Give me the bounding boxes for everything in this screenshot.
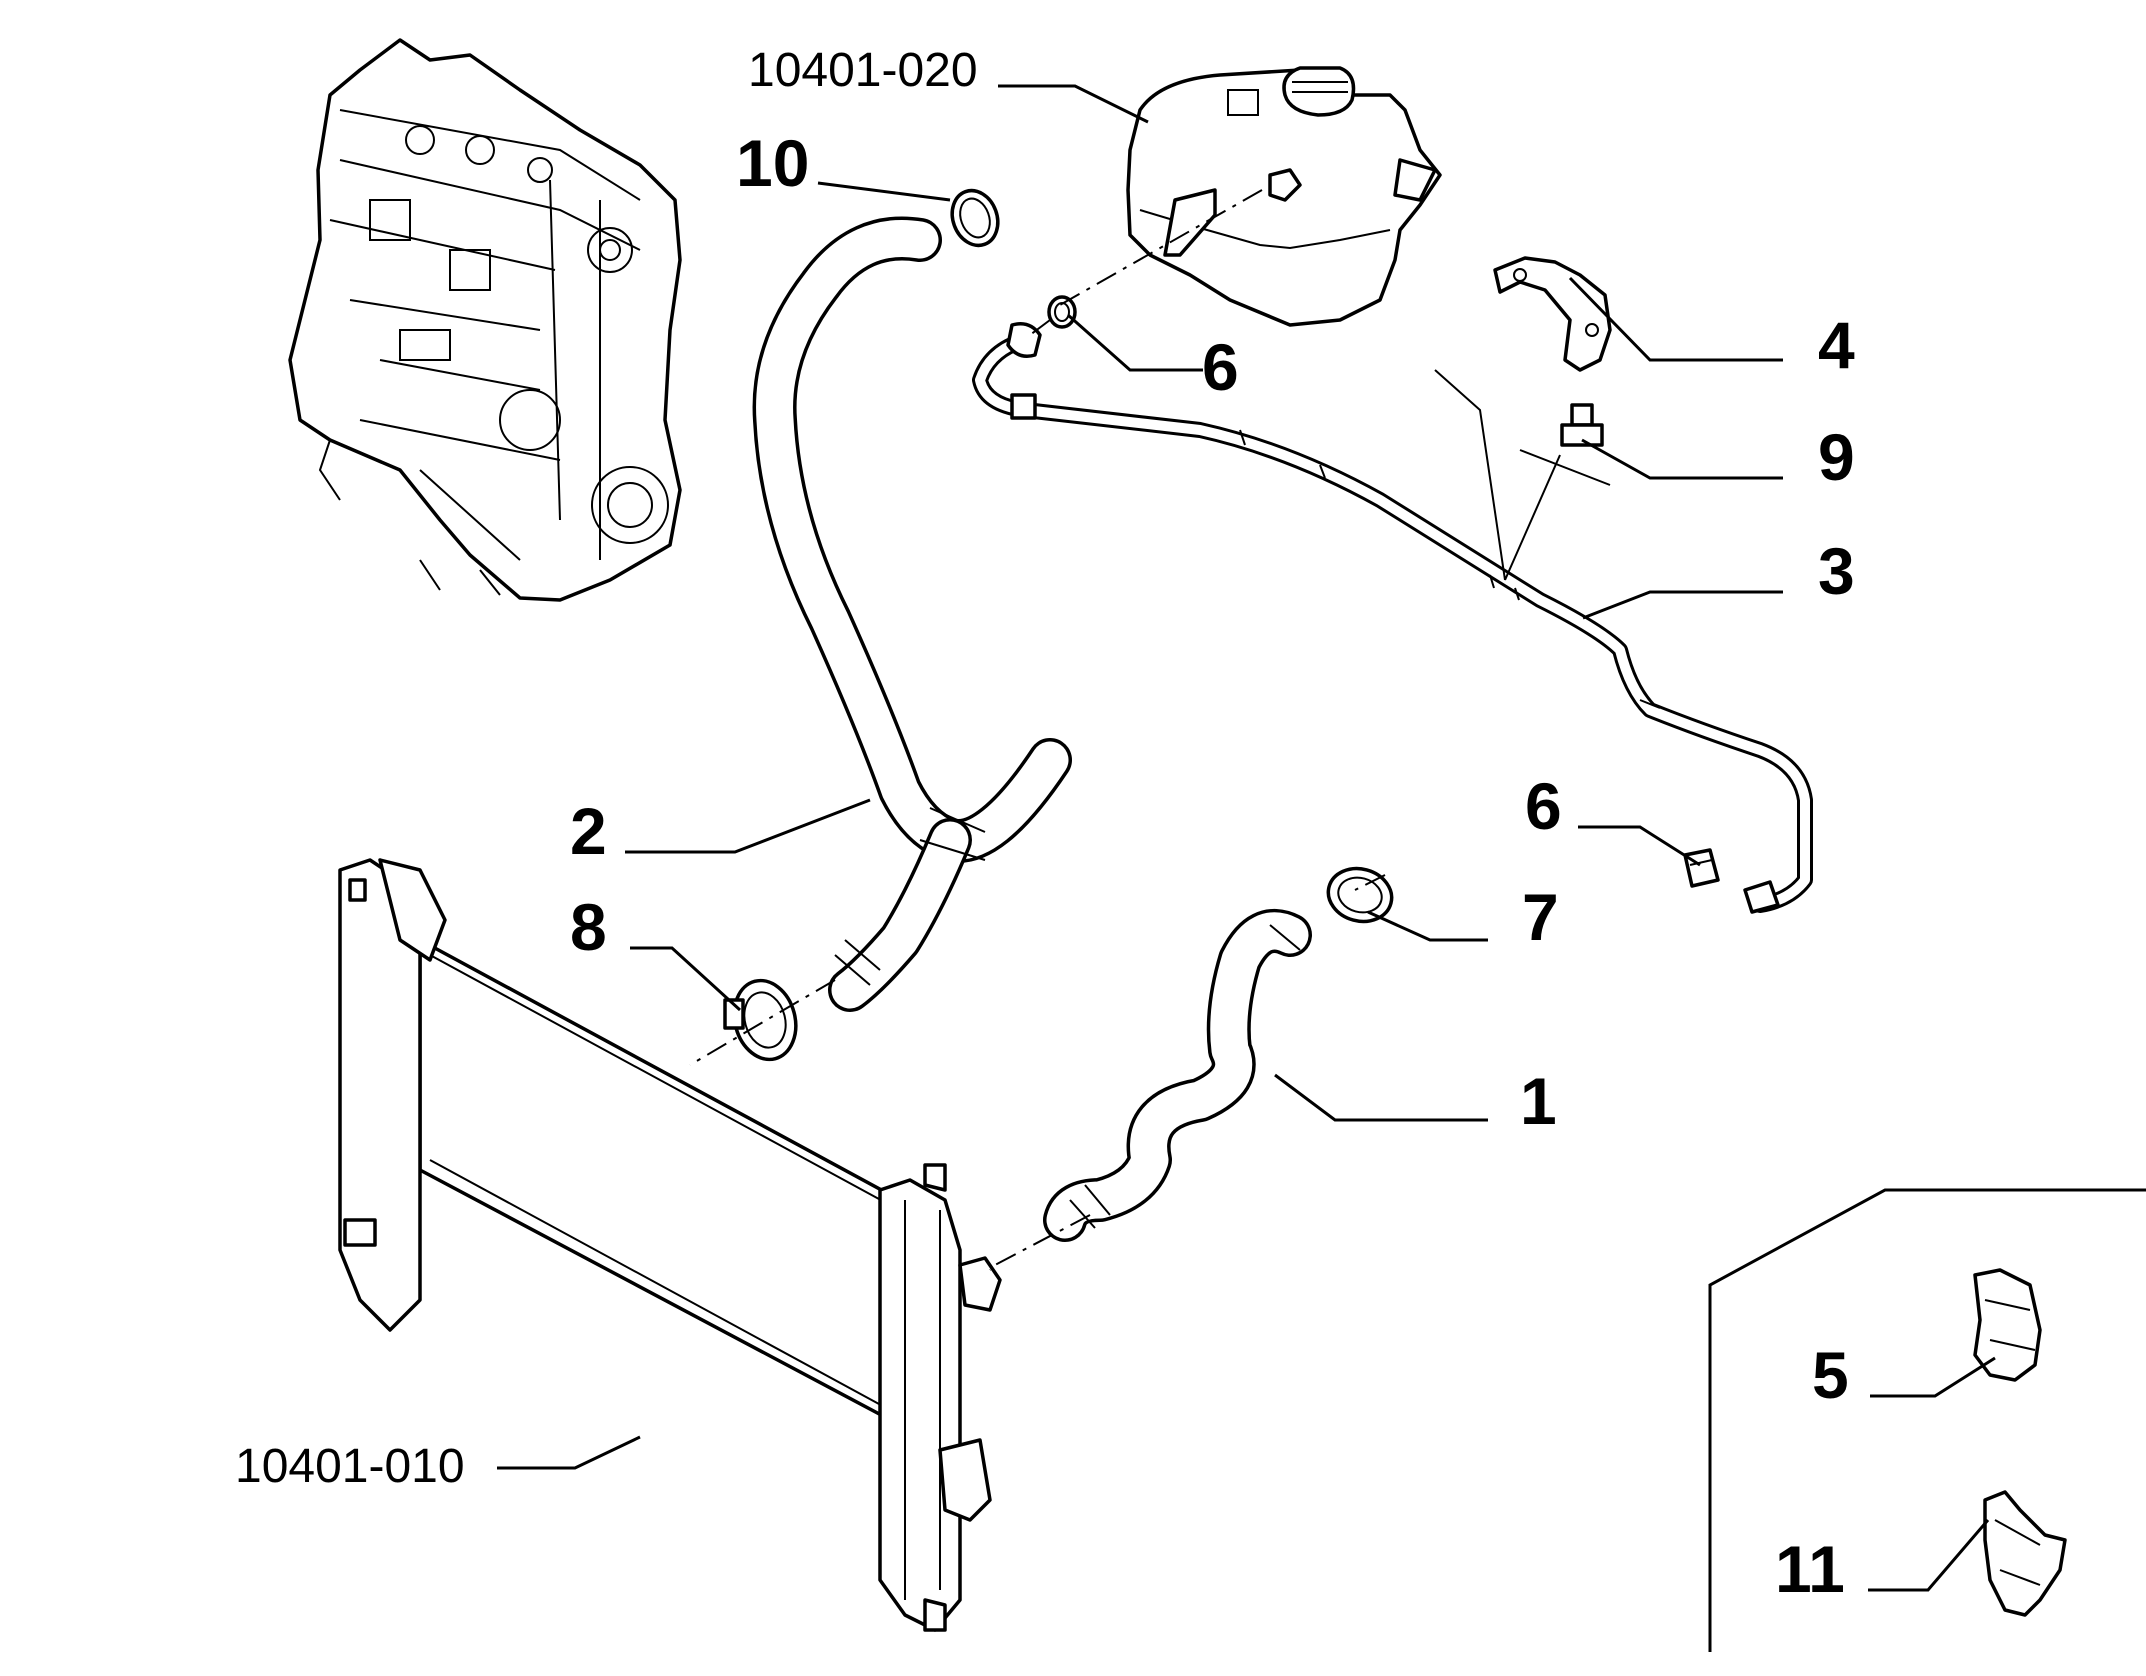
callout-9: 9 (1818, 420, 1855, 494)
hose-lower (1043, 909, 1312, 1242)
callout-11: 11 (1775, 1532, 1845, 1606)
callout-4: 4 (1818, 308, 1855, 382)
hose-upper (752, 216, 1072, 1012)
assembly-axes (689, 189, 1611, 1271)
ref-expansion-tank: 10401-020 (748, 44, 978, 97)
callout-10: 10 (736, 126, 809, 200)
callout-5: 5 (1812, 1338, 1849, 1412)
clamp-10 (950, 188, 1000, 248)
callout-2: 2 (570, 794, 607, 868)
callout-8: 8 (570, 890, 607, 964)
radiator (338, 858, 1002, 1632)
callout-7: 7 (1522, 880, 1559, 954)
callout-6-lower: 6 (1525, 769, 1562, 843)
callout-3: 3 (1818, 534, 1855, 608)
expansion-tank (1126, 66, 1442, 327)
bracket (1493, 256, 1612, 372)
clip-11 (1983, 1490, 2067, 1617)
clamp-8 (723, 978, 798, 1062)
clamp-7 (1326, 866, 1394, 924)
bleed-pipe (972, 322, 1814, 914)
callout-6-upper: 6 (1202, 330, 1239, 404)
clip-5 (1973, 1268, 2042, 1382)
clamp-6-lower (1683, 848, 1720, 888)
screw (1560, 403, 1604, 447)
ref-radiator: 10401-010 (235, 1440, 465, 1493)
engine-block (288, 38, 682, 602)
inset-panel (1708, 1188, 2146, 1652)
clamp-6-upper (1047, 295, 1077, 329)
callout-1: 1 (1520, 1064, 1557, 1138)
leader-lines (497, 84, 1996, 1592)
